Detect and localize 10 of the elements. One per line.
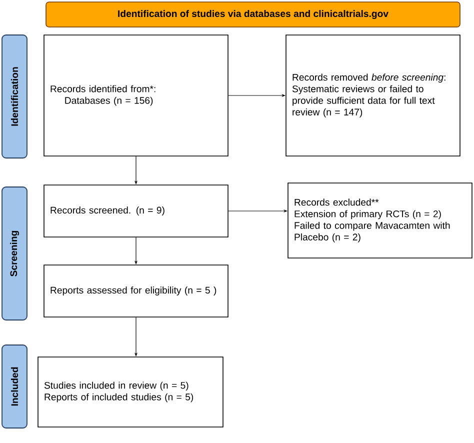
process-box: Studies included in review (n = 5) Reports of included studies (n = 5) (38, 356, 224, 428)
process-box: Reports assessed for eligibility (n = 5 ) (44, 264, 228, 318)
section-banner: Identification of studies via databases and clinicaltrials.gov (46, 2, 460, 28)
process-box: Records identified from*: Databases (n = 156) (44, 34, 228, 156)
process-box: Records screened. (n = 9) (44, 184, 228, 238)
process-box: Records removed before screening: Systematic reviews or failed to provide sufficient data for full text review (n = 147) (286, 34, 460, 156)
phase-label: Screening (2, 186, 28, 320)
phase-label: Identification (2, 34, 28, 158)
phase-label: Included (2, 344, 28, 428)
process-box: Records excluded** Extension of primary RCTs (n = 2) Failed to compare Mavacamten with Placebo (n = 2) (288, 182, 472, 258)
